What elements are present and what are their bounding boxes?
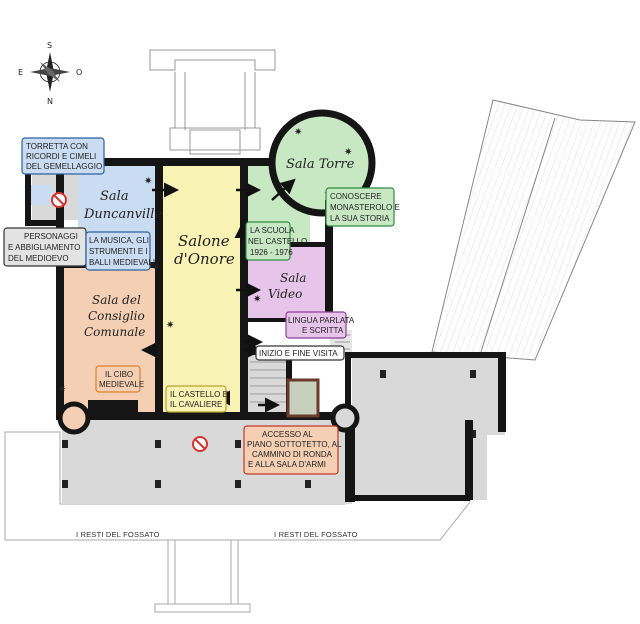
moat-label-left: I RESTI DEL FOSSATO <box>76 530 160 539</box>
room-title-video: Sala Video <box>268 271 310 301</box>
corner-tower <box>57 401 91 435</box>
hatched-annex <box>431 99 636 361</box>
svg-text:✷: ✷ <box>166 320 174 331</box>
room-title-torre: Sala Torre <box>286 157 355 172</box>
svg-text:✷: ✷ <box>253 294 261 305</box>
no-entry-icon <box>51 192 208 452</box>
room-title-onore: Salone d'Onore <box>174 232 235 268</box>
compass-west: O <box>76 68 82 77</box>
compass-rose-icon: S N E O <box>18 41 82 106</box>
svg-text:✷: ✷ <box>152 262 160 273</box>
svg-text:✷: ✷ <box>294 127 302 138</box>
svg-text:✷: ✷ <box>144 176 152 187</box>
svg-text:✷: ✷ <box>344 147 352 158</box>
svg-text:IL CASTELLO EIL CAVALIERE: IL CASTELLO EIL CAVALIERE <box>170 390 228 409</box>
room-title-consiglio: Sala del Consiglio Comunale <box>84 293 149 339</box>
north-entrance <box>149 49 276 155</box>
svg-text:INIZIO E FINE VISITA: INIZIO E FINE VISITA <box>259 349 338 358</box>
tower-wall <box>268 109 376 217</box>
label-inizio: INIZIO E FINE VISITA <box>255 345 345 361</box>
compass-north: N <box>47 97 53 106</box>
room-title-duncanville: Sala Duncanville <box>83 189 162 222</box>
compass-south: S <box>47 41 52 50</box>
access-photo <box>286 378 320 418</box>
room-fill-torre <box>275 116 369 210</box>
moat-label-right: I RESTI DEL FOSSATO <box>274 530 358 539</box>
room-fill-onore <box>162 165 244 415</box>
compass-east: E <box>18 68 23 77</box>
svg-text:✷: ✷ <box>58 384 66 395</box>
